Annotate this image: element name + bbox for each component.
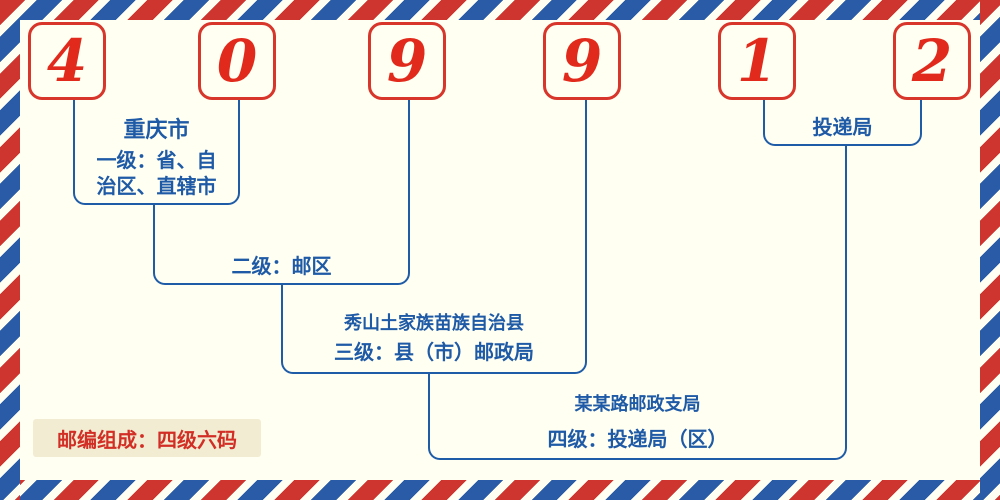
digit-box-5: 1 — [718, 22, 796, 100]
digit-box-1: 4 — [28, 22, 106, 100]
level4-bracket — [428, 374, 847, 460]
delivery-office-bracket — [763, 100, 922, 146]
level4-description: 四级：投递局（区） — [547, 427, 728, 451]
airmail-border-left — [0, 0, 20, 500]
level3-bracket — [281, 283, 587, 374]
digit-5: 1 — [736, 27, 778, 95]
digit-box-4: 9 — [543, 22, 621, 100]
composition-badge: 邮编组成：四级六码 — [33, 419, 261, 457]
level3-connector-line — [585, 100, 587, 285]
level4-place-name: 某某路邮政支局 — [574, 394, 701, 415]
level3-place-name: 秀山土家族苗族自治县 — [344, 313, 524, 334]
digit-1: 4 — [46, 27, 88, 95]
level1-bracket — [73, 100, 240, 205]
level1-description-line1: 一级：省、自 — [96, 148, 217, 172]
level2-connector-line — [408, 100, 410, 207]
digit-box-2: 0 — [198, 22, 276, 100]
level2-description: 二级：邮区 — [231, 254, 332, 278]
airmail-border-top — [0, 0, 1000, 20]
digit-6: 2 — [911, 27, 953, 95]
digit-3: 9 — [386, 27, 428, 95]
airmail-border-bottom — [0, 480, 1000, 500]
airmail-border-right — [980, 0, 1000, 500]
digit-2: 0 — [216, 27, 258, 95]
digit-box-6: 2 — [893, 22, 971, 100]
delivery-office-label: 投递局 — [812, 115, 873, 139]
level3-description: 三级：县（市）邮政局 — [334, 340, 534, 364]
level1-description-line2: 治区、直辖市 — [96, 174, 217, 198]
digit-4: 9 — [561, 27, 603, 95]
level4-connector-line — [845, 146, 847, 376]
composition-badge-text: 邮编组成：四级六码 — [57, 427, 237, 452]
level1-place-name: 重庆市 — [123, 118, 190, 143]
digit-box-3: 9 — [368, 22, 446, 100]
